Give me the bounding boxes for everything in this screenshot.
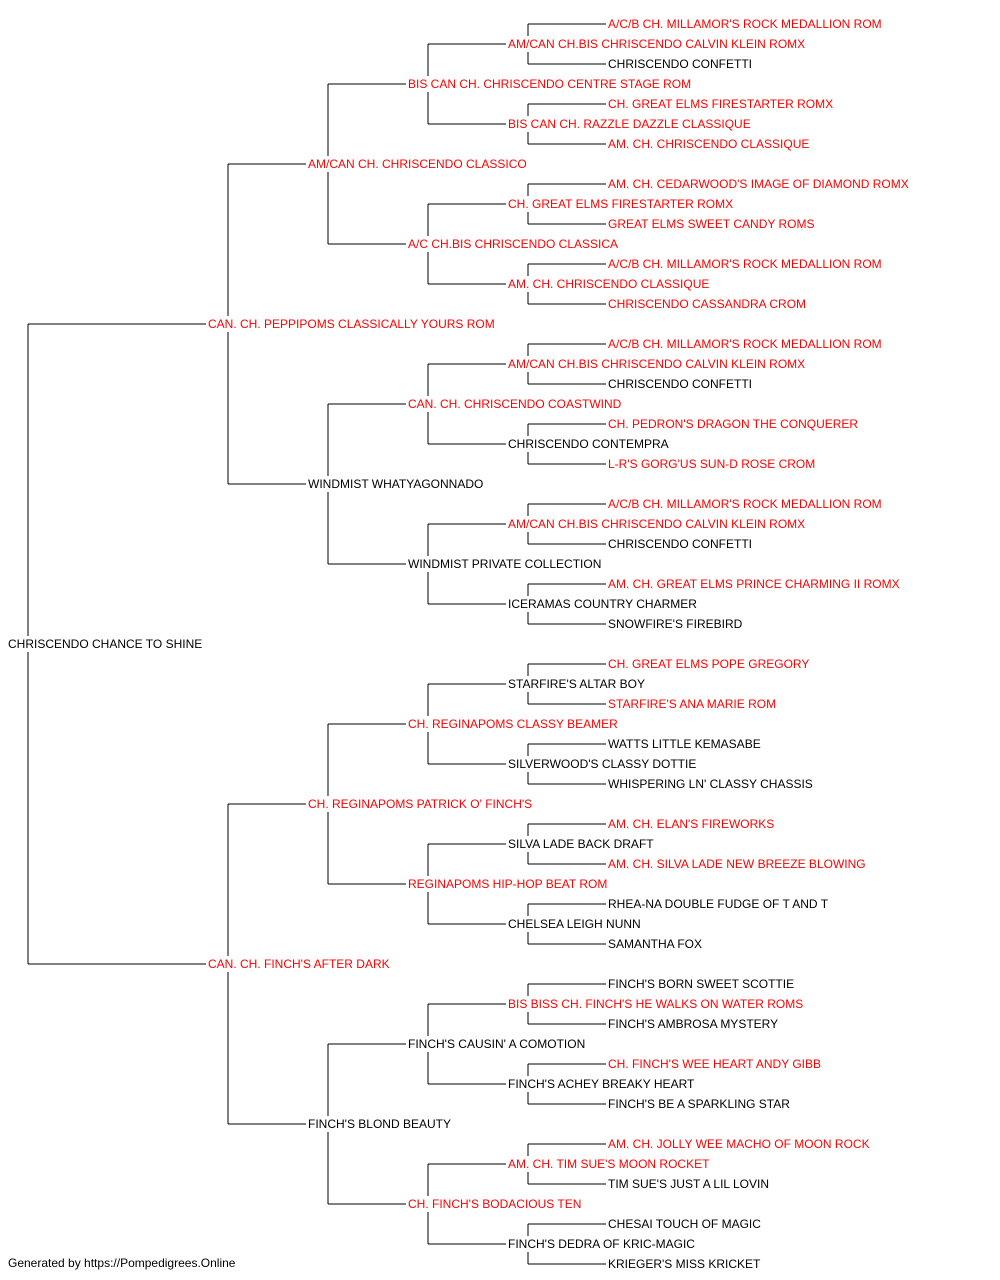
pedigree-name[interactable]: FINCH'S BE A SPARKLING STAR <box>608 1097 790 1111</box>
pedigree-name[interactable]: GREAT ELMS SWEET CANDY ROMS <box>608 217 814 231</box>
pedigree-name[interactable]: CH. PEDRON'S DRAGON THE CONQUERER <box>608 417 858 431</box>
footer-credit: Generated by https://Pompedigrees.Online <box>8 1256 236 1270</box>
pedigree-name[interactable]: CHRISCENDO CONFETTI <box>608 377 752 391</box>
pedigree-name[interactable]: FINCH'S AMBROSA MYSTERY <box>608 1017 778 1031</box>
pedigree-name[interactable]: RHEA-NA DOUBLE FUDGE OF T AND T <box>608 897 829 911</box>
pedigree-name[interactable]: AM. CH. CHRISCENDO CLASSIQUE <box>508 277 709 291</box>
pedigree-name[interactable]: CHRISCENDO CHANCE TO SHINE <box>8 637 202 651</box>
pedigree-name[interactable]: AM. CH. ELAN'S FIREWORKS <box>608 817 774 831</box>
pedigree-name[interactable]: CH. REGINAPOMS CLASSY BEAMER <box>408 717 618 731</box>
pedigree-name[interactable]: CAN. CH. CHRISCENDO COASTWIND <box>408 397 622 411</box>
pedigree-name[interactable]: FINCH'S DEDRA OF KRIC-MAGIC <box>508 1237 695 1251</box>
pedigree-name[interactable]: FINCH'S BLOND BEAUTY <box>308 1117 451 1131</box>
pedigree-name[interactable]: CHESAI TOUCH OF MAGIC <box>608 1217 761 1231</box>
pedigree-name[interactable]: CH. REGINAPOMS PATRICK O' FINCH'S <box>308 797 532 811</box>
pedigree-name[interactable]: CH. FINCH'S WEE HEART ANDY GIBB <box>608 1057 821 1071</box>
pedigree-name[interactable]: A/C CH.BIS CHRISCENDO CLASSICA <box>408 237 618 251</box>
pedigree-name[interactable]: TIM SUE'S JUST A LIL LOVIN <box>608 1177 769 1191</box>
pedigree-name[interactable]: BIS CAN CH. RAZZLE DAZZLE CLASSIQUE <box>508 117 751 131</box>
pedigree-name[interactable]: WHISPERING LN' CLASSY CHASSIS <box>608 777 813 791</box>
pedigree-name[interactable]: BIS BISS CH. FINCH'S HE WALKS ON WATER R… <box>508 997 803 1011</box>
pedigree-name[interactable]: STARFIRE'S ANA MARIE ROM <box>608 697 776 711</box>
pedigree-name[interactable]: CH. FINCH'S BODACIOUS TEN <box>408 1197 581 1211</box>
pedigree-name[interactable]: WINDMIST WHATYAGONNADO <box>308 477 483 491</box>
pedigree-name[interactable]: KRIEGER'S MISS KRICKET <box>608 1257 761 1271</box>
pedigree-name[interactable]: CH. GREAT ELMS POPE GREGORY <box>608 657 809 671</box>
pedigree-name[interactable]: CAN. CH. FINCH'S AFTER DARK <box>208 957 390 971</box>
pedigree-name[interactable]: WATTS LITTLE KEMASABE <box>608 737 761 751</box>
pedigree-name[interactable]: ICERAMAS COUNTRY CHARMER <box>508 597 697 611</box>
pedigree-name[interactable]: AM. CH. CHRISCENDO CLASSIQUE <box>608 137 809 151</box>
pedigree-name[interactable]: A/C/B CH. MILLAMOR'S ROCK MEDALLION ROM <box>608 337 882 351</box>
pedigree-name[interactable]: A/C/B CH. MILLAMOR'S ROCK MEDALLION ROM <box>608 497 882 511</box>
pedigree-name[interactable]: SNOWFIRE'S FIREBIRD <box>608 617 743 631</box>
pedigree-name[interactable]: A/C/B CH. MILLAMOR'S ROCK MEDALLION ROM <box>608 17 882 31</box>
pedigree-name[interactable]: SILVERWOOD'S CLASSY DOTTIE <box>508 757 696 771</box>
pedigree-name[interactable]: FINCH'S CAUSIN' A COMOTION <box>408 1037 585 1051</box>
pedigree-name[interactable]: CHRISCENDO CASSANDRA CROM <box>608 297 806 311</box>
pedigree-name[interactable]: FINCH'S BORN SWEET SCOTTIE <box>608 977 794 991</box>
pedigree-name[interactable]: SAMANTHA FOX <box>608 937 702 951</box>
pedigree-name[interactable]: CHRISCENDO CONFETTI <box>608 57 752 71</box>
pedigree-name[interactable]: AM/CAN CH. CHRISCENDO CLASSICO <box>308 157 527 171</box>
pedigree-name[interactable]: AM. CH. TIM SUE'S MOON ROCKET <box>508 1157 710 1171</box>
pedigree-name[interactable]: BIS CAN CH. CHRISCENDO CENTRE STAGE ROM <box>408 77 691 91</box>
pedigree-name[interactable]: CAN. CH. PEPPIPOMS CLASSICALLY YOURS ROM <box>208 317 495 331</box>
pedigree-name[interactable]: AM. CH. JOLLY WEE MACHO OF MOON ROCK <box>608 1137 870 1151</box>
pedigree-name[interactable]: STARFIRE'S ALTAR BOY <box>508 677 645 691</box>
pedigree-name[interactable]: CHRISCENDO CONFETTI <box>608 537 752 551</box>
pedigree-name[interactable]: SILVA LADE BACK DRAFT <box>508 837 654 851</box>
pedigree-name[interactable]: AM. CH. CEDARWOOD'S IMAGE OF DIAMOND ROM… <box>608 177 909 191</box>
pedigree-name[interactable]: AM. CH. SILVA LADE NEW BREEZE BLOWING <box>608 857 866 871</box>
pedigree-name[interactable]: REGINAPOMS HIP-HOP BEAT ROM <box>408 877 607 891</box>
pedigree-name[interactable]: A/C/B CH. MILLAMOR'S ROCK MEDALLION ROM <box>608 257 882 271</box>
pedigree-name[interactable]: AM/CAN CH.BIS CHRISCENDO CALVIN KLEIN RO… <box>508 357 805 371</box>
pedigree-name[interactable]: AM/CAN CH.BIS CHRISCENDO CALVIN KLEIN RO… <box>508 517 805 531</box>
pedigree-name[interactable]: CH. GREAT ELMS FIRESTARTER ROMX <box>508 197 733 211</box>
pedigree-name[interactable]: WINDMIST PRIVATE COLLECTION <box>408 557 601 571</box>
pedigree-name[interactable]: FINCH'S ACHEY BREAKY HEART <box>508 1077 695 1091</box>
pedigree-name[interactable]: L-R'S GORG'US SUN-D ROSE CROM <box>608 457 815 471</box>
pedigree-name[interactable]: AM. CH. GREAT ELMS PRINCE CHARMING II RO… <box>608 577 900 591</box>
pedigree-name[interactable]: CHELSEA LEIGH NUNN <box>508 917 641 931</box>
pedigree-name[interactable]: AM/CAN CH.BIS CHRISCENDO CALVIN KLEIN RO… <box>508 37 805 51</box>
pedigree-name[interactable]: CHRISCENDO CONTEMPRA <box>508 437 669 451</box>
pedigree-name[interactable]: CH. GREAT ELMS FIRESTARTER ROMX <box>608 97 833 111</box>
